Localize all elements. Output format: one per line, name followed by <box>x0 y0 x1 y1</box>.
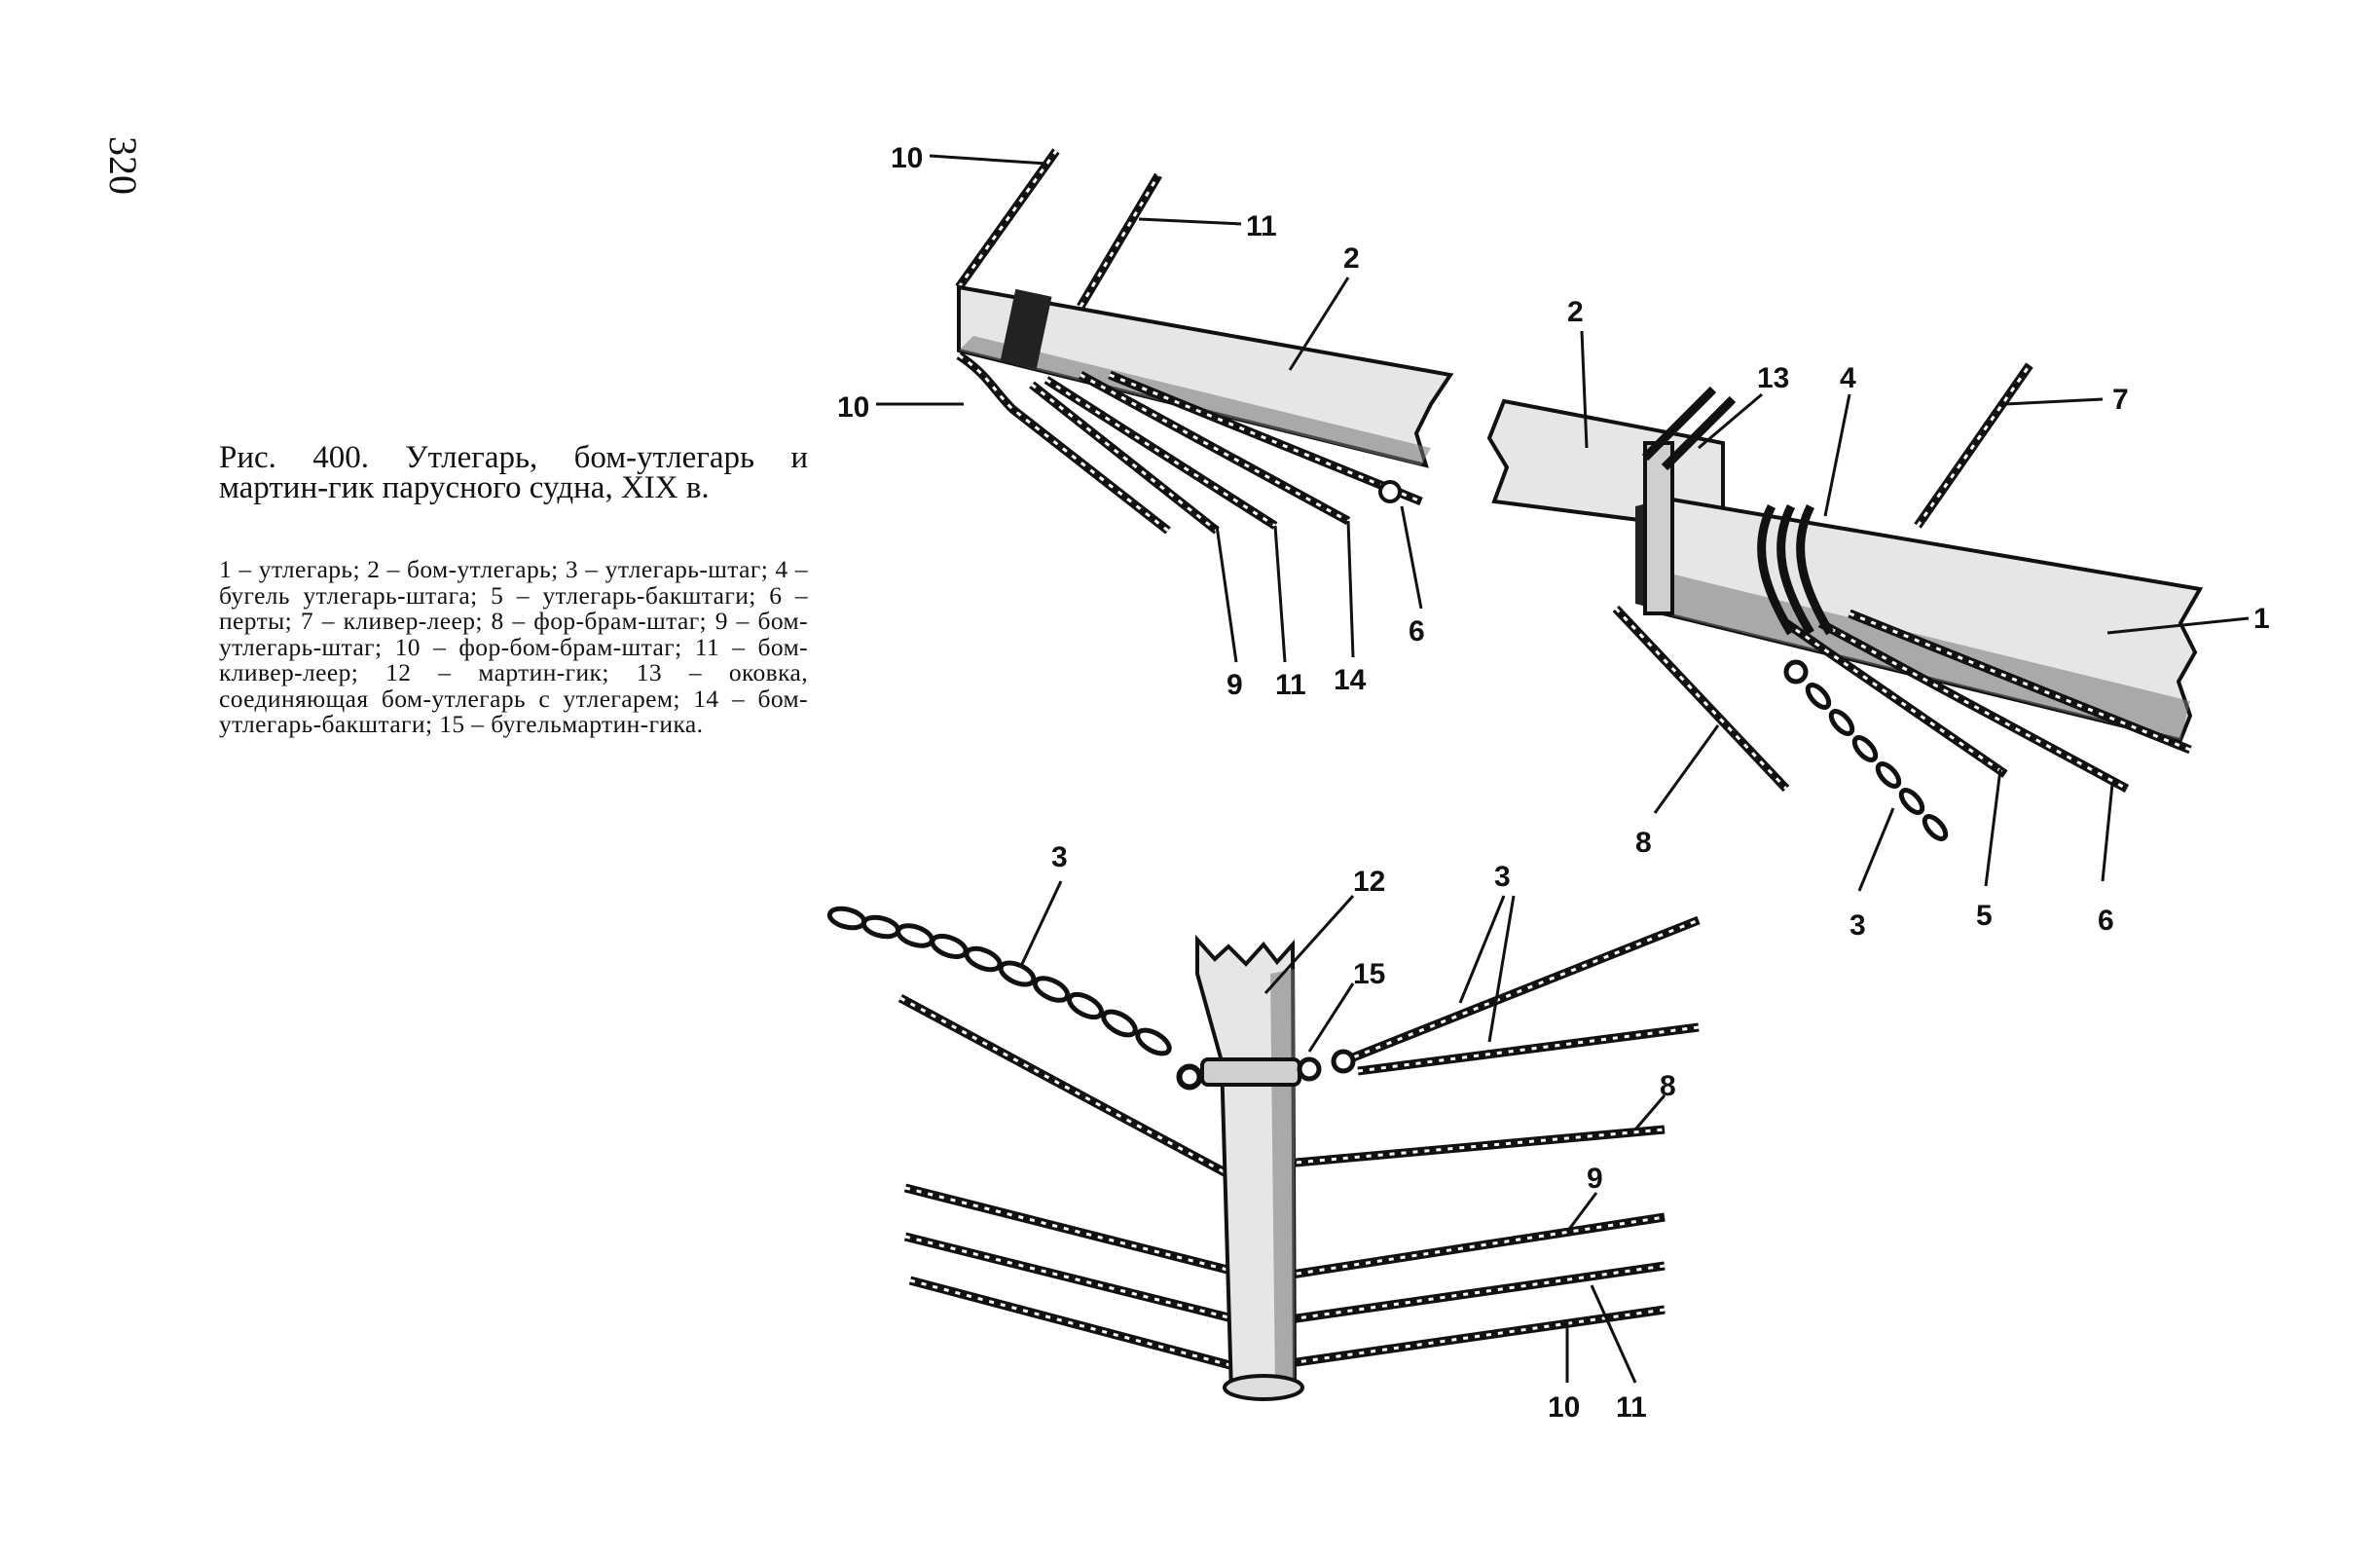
label-9-bottom: 9 <box>1587 1163 1603 1195</box>
label-12: 12 <box>1353 866 1385 898</box>
label-10-top: 10 <box>891 142 923 174</box>
label-13: 13 <box>1757 362 1789 394</box>
martin-gik-right-ropes <box>1284 915 1701 1368</box>
jib-leer <box>1914 362 2033 529</box>
label-6-top: 6 <box>1409 615 1425 648</box>
bottom-drawing: 3 12 15 3 8 9 10 11 <box>826 841 1701 1424</box>
label-7: 7 <box>2112 384 2129 416</box>
label-3-bottom-left: 3 <box>1051 841 1068 873</box>
utlegar-stay-bugel <box>1757 503 1834 636</box>
label-14-top: 14 <box>1334 664 1367 696</box>
top-left-drawing: 10 11 2 10 9 11 14 6 <box>837 142 1454 701</box>
martin-gik-left-ropes <box>897 994 1243 1373</box>
fore-bom-bram-stay-upper <box>955 148 1060 290</box>
utlegar-stay-chain <box>1783 659 1949 841</box>
label-11-lower: 11 <box>1275 669 1306 701</box>
utlegar-spar <box>1635 494 2204 743</box>
top-left-lower-ropes <box>956 352 1423 535</box>
label-10-bottom: 10 <box>1548 1391 1580 1424</box>
figure-caption-title: Рис. 400. Утлегарь, бом-утлегарь и марти… <box>219 440 808 505</box>
label-3-right: 3 <box>1849 909 1866 942</box>
label-10-mid: 10 <box>837 391 869 424</box>
cap-iron-fitting <box>1641 386 1737 615</box>
label-11-top: 11 <box>1246 210 1277 242</box>
label-4: 4 <box>1840 362 1856 394</box>
label-8-right: 8 <box>1635 827 1652 859</box>
martin-gik-chain-left <box>826 906 1203 1091</box>
label-3-bottom-right: 3 <box>1494 861 1511 893</box>
label-2-top: 2 <box>1343 242 1360 275</box>
martin-gik-bugel <box>1177 1049 1356 1090</box>
label-11-bottom: 11 <box>1616 1391 1647 1424</box>
label-2-right: 2 <box>1567 296 1584 328</box>
bom-jib-leer-upper <box>1077 172 1162 310</box>
bom-utlegar-spar-top <box>957 284 1454 468</box>
label-8-bottom: 8 <box>1660 1070 1676 1102</box>
figure-legend: 1 – утлегарь; 2 – бом-утлегарь; 3 – утле… <box>219 555 808 738</box>
label-6-right: 6 <box>2098 905 2114 937</box>
right-lower-ropes <box>1612 605 2192 793</box>
label-9-top: 9 <box>1227 669 1243 701</box>
label-5: 5 <box>1976 900 1993 932</box>
label-1: 1 <box>2253 603 2270 635</box>
right-drawing: 2 13 4 7 1 8 3 5 6 <box>1486 296 2270 942</box>
label-15: 15 <box>1353 958 1385 990</box>
